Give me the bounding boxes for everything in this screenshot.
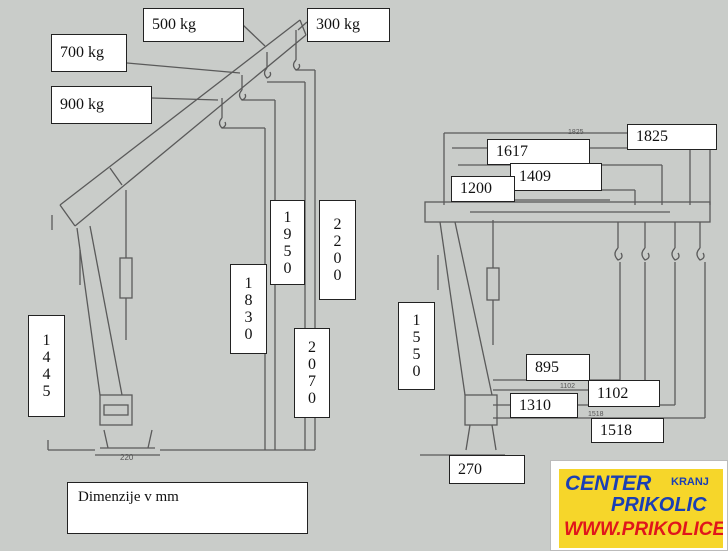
dim-270-label: 270 xyxy=(449,455,525,484)
digit: 1 xyxy=(412,312,421,329)
dim-1200-label: 1200 xyxy=(451,176,515,202)
dim-1409-label: 1409 xyxy=(510,163,602,191)
load-500-label: 500 kg xyxy=(143,8,244,42)
load-700-label: 700 kg xyxy=(51,34,127,72)
center-prikolic-logo: CENTER KRANJ PRIKOLIC WWW.PRIKOLICE.EU xyxy=(550,460,728,551)
load-300-label: 300 kg xyxy=(307,8,390,42)
base-dim-small: 220 xyxy=(120,453,134,462)
digit: 1 xyxy=(283,208,292,226)
digit: 5 xyxy=(283,242,292,260)
dim-1825-label: 1825 xyxy=(627,124,717,150)
digit: 5 xyxy=(42,383,51,400)
dim-1518-label: 1518 xyxy=(591,418,664,443)
digit: 1 xyxy=(244,275,253,292)
digit: 0 xyxy=(308,356,316,373)
digit: 0 xyxy=(244,326,253,343)
digit: 4 xyxy=(42,366,51,383)
digit: 3 xyxy=(244,309,253,326)
dim-1825-small: 1825 xyxy=(568,129,584,136)
dim-1102-label: 1102 xyxy=(588,380,660,407)
digit: 2 xyxy=(333,233,342,250)
dim-1102-small: 1102 xyxy=(560,383,575,390)
dim-1617-label: 1617 xyxy=(487,139,590,165)
logo-url-text: WWW.PRIKOLICE.EU xyxy=(564,519,723,540)
logo-background: CENTER KRANJ PRIKOLIC WWW.PRIKOLICE.EU xyxy=(559,469,723,548)
digit: 0 xyxy=(333,267,342,284)
logo-center-text: CENTER xyxy=(565,472,652,495)
digit: 1 xyxy=(42,332,51,349)
digit: 2 xyxy=(333,216,342,233)
digit: 7 xyxy=(308,373,316,390)
digit: 4 xyxy=(42,349,51,366)
dim-1518-small: 1518 xyxy=(588,411,604,418)
dim-895-label: 895 xyxy=(526,354,590,381)
units-note: Dimenzije v mm xyxy=(67,482,308,534)
digit: 0 xyxy=(333,250,342,267)
digit: 8 xyxy=(244,292,253,309)
load-900-label: 900 kg xyxy=(51,86,152,124)
digit: 5 xyxy=(412,329,421,346)
logo-kranj-text: KRANJ xyxy=(671,476,709,488)
dim-1310-label: 1310 xyxy=(510,393,578,418)
digit: 5 xyxy=(412,346,421,363)
digit: 9 xyxy=(283,225,292,243)
logo-prikolic-text: PRIKOLIC xyxy=(611,494,707,516)
digit: 0 xyxy=(412,363,421,380)
digit: 2 xyxy=(308,339,316,356)
digit: 0 xyxy=(283,259,292,277)
digit: 0 xyxy=(308,390,316,407)
